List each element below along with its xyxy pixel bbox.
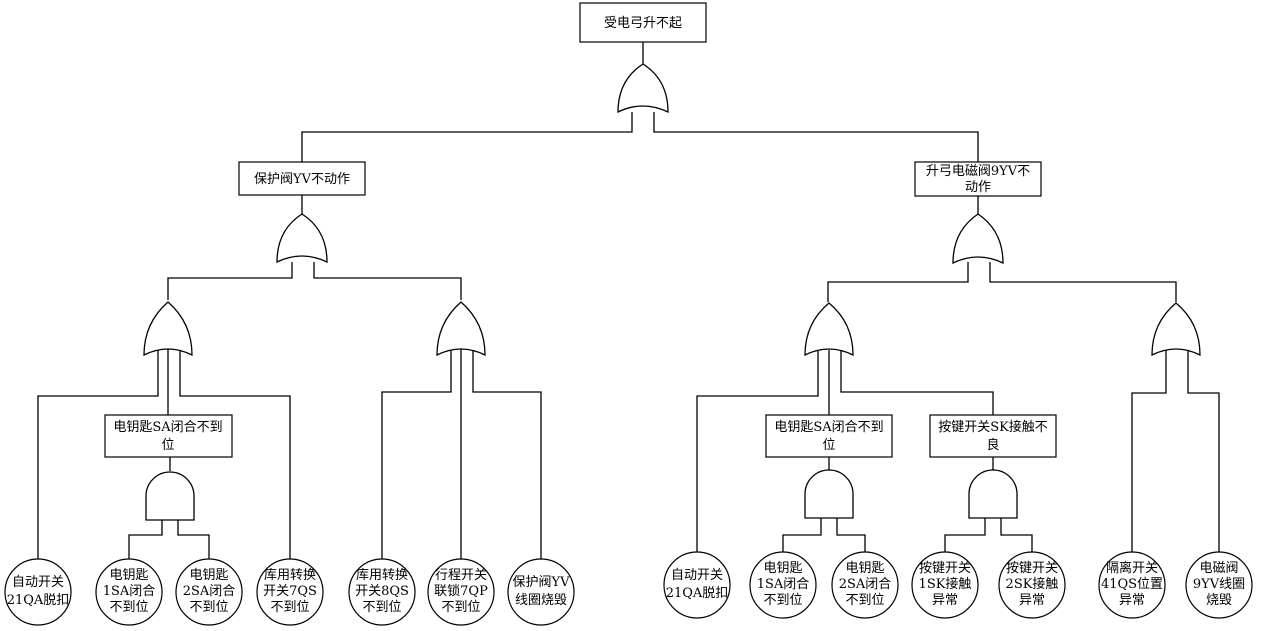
basic-event-line1: 电钥匙 xyxy=(763,561,802,576)
basic-event-line3: 异常 xyxy=(1019,593,1045,608)
basic-event-line3: 不到位 xyxy=(362,600,401,615)
right-key-line2: 位 xyxy=(822,438,835,453)
basic-event-line1: 电钥匙 xyxy=(189,568,228,583)
intermediate-event-right-line1: 升弓电磁阀9YV不 xyxy=(926,164,1030,179)
basic-event-line2: 2SA闭合 xyxy=(183,584,236,599)
basic-event-line3: 不到位 xyxy=(189,600,228,615)
basic-event-line3: 不到位 xyxy=(441,600,480,615)
intermediate-event-left: 保护阀YV不动作 xyxy=(238,161,366,196)
basic-event-line1: 电钥匙 xyxy=(109,568,148,583)
basic-event-line3: 异常 xyxy=(1119,593,1145,608)
basic-event: 行程开关 联锁7QP 不到位 xyxy=(427,558,495,626)
intermediate-event-left-key: 电钥匙SA闭合不到 位 xyxy=(104,414,233,458)
basic-event-line1: 库用转换 xyxy=(356,567,408,583)
top-event-label: 受电弓升不起 xyxy=(604,16,682,31)
intermediate-event-left-label: 保护阀YV不动作 xyxy=(254,172,350,187)
intermediate-event-right-key: 电钥匙SA闭合不到 位 xyxy=(765,414,893,458)
basic-event-line2: 2SA闭合 xyxy=(839,577,892,592)
basic-event: 库用转换 开关7QS 不到位 xyxy=(256,558,324,626)
right-key-line1: 电钥匙SA闭合不到 xyxy=(774,420,883,435)
or-gate-left-b xyxy=(436,301,486,357)
basic-event-line2: 开关8QS xyxy=(355,584,409,599)
basic-event: 隔离开关 41QS位置 异常 xyxy=(1098,551,1166,619)
basic-event-line2: 41QS位置 xyxy=(1101,577,1163,592)
left-key-line2: 位 xyxy=(161,438,174,453)
basic-event-line2: 21QA脱扣 xyxy=(7,593,70,608)
basic-events: 自动开关 21QA脱扣 电钥匙 1SA闭合 不到位 电钥匙 2SA闭合 不到位 … xyxy=(4,551,1253,626)
basic-event: 电钥匙 1SA闭合 不到位 xyxy=(749,551,817,619)
basic-event-line3: 不到位 xyxy=(270,600,309,615)
basic-event: 按键开关 1SK接触 异常 xyxy=(911,551,979,619)
basic-event-line1: 隔离开关 xyxy=(1106,560,1158,576)
basic-event-line2: 1SA闭合 xyxy=(757,577,810,592)
basic-event-line2: 联锁7QP xyxy=(434,583,488,599)
basic-event: 电磁阀 9YV线圈 烧毁 xyxy=(1185,551,1253,619)
and-gate-right-a xyxy=(804,469,854,519)
button-line2: 良 xyxy=(986,437,999,453)
basic-event-line2: 开关7QS xyxy=(263,584,317,599)
basic-event: 电钥匙 2SA闭合 不到位 xyxy=(831,551,899,619)
basic-event-line1: 自动开关 xyxy=(671,568,723,583)
basic-event-line1: 电钥匙 xyxy=(845,561,884,576)
basic-event-line2: 1SA闭合 xyxy=(103,584,156,599)
or-gate-left-a xyxy=(143,301,193,357)
basic-event-line2: 9YV线圈 xyxy=(1193,577,1245,592)
and-gate-right-b xyxy=(968,469,1018,519)
button-line1: 按键开关SK接触不 xyxy=(938,419,1048,435)
basic-event: 库用转换 开关8QS 不到位 xyxy=(348,558,416,626)
connector-lines xyxy=(37,42,1220,559)
basic-event: 电钥匙 1SA闭合 不到位 xyxy=(95,558,163,626)
and-gate-left xyxy=(145,471,195,521)
basic-event-line1: 电磁阀 xyxy=(1199,561,1238,576)
basic-event: 保护阀YV 线圈烧毁 xyxy=(507,558,575,626)
intermediate-event-button: 按键开关SK接触不 良 xyxy=(929,414,1057,458)
or-gate-right-b xyxy=(1151,302,1201,357)
top-event: 受电弓升不起 xyxy=(579,2,707,43)
basic-event-line1: 自动开关 xyxy=(12,575,64,590)
basic-event-line1: 行程开关 xyxy=(435,568,487,583)
basic-event-line3: 不到位 xyxy=(763,593,802,608)
or-gate-left xyxy=(276,213,328,264)
basic-event: 自动开关 21QA脱扣 xyxy=(663,551,731,619)
basic-event-line2: 1SK接触 xyxy=(919,576,972,592)
basic-event-line3: 不到位 xyxy=(109,600,148,615)
left-key-line1: 电钥匙SA闭合不到 xyxy=(113,420,222,435)
gates xyxy=(143,63,1201,521)
intermediate-event-right: 升弓电磁阀9YV不 动作 xyxy=(914,161,1042,197)
basic-event-line2: 2SK接触 xyxy=(1006,576,1059,592)
basic-event-line1: 保护阀YV xyxy=(513,575,571,590)
basic-event: 按键开关 2SK接触 异常 xyxy=(998,551,1066,619)
or-gate-right-a xyxy=(804,302,854,357)
basic-event-line3: 不到位 xyxy=(845,593,884,608)
basic-event: 自动开关 21QA脱扣 xyxy=(4,558,72,626)
or-gate-right xyxy=(952,213,1004,265)
basic-event-line3: 异常 xyxy=(932,593,958,608)
basic-event-line1: 按键开关 xyxy=(1006,561,1058,576)
basic-event-line2: 线圈烧毁 xyxy=(515,593,567,608)
or-gate-top xyxy=(617,63,669,114)
basic-event-line3: 烧毁 xyxy=(1206,593,1232,608)
basic-event: 电钥匙 2SA闭合 不到位 xyxy=(175,558,243,626)
intermediate-event-right-line2: 动作 xyxy=(965,180,991,195)
basic-event-line1: 按键开关 xyxy=(919,561,971,576)
basic-event-line2: 21QA脱扣 xyxy=(666,586,729,601)
basic-event-line1: 库用转换 xyxy=(264,567,316,583)
